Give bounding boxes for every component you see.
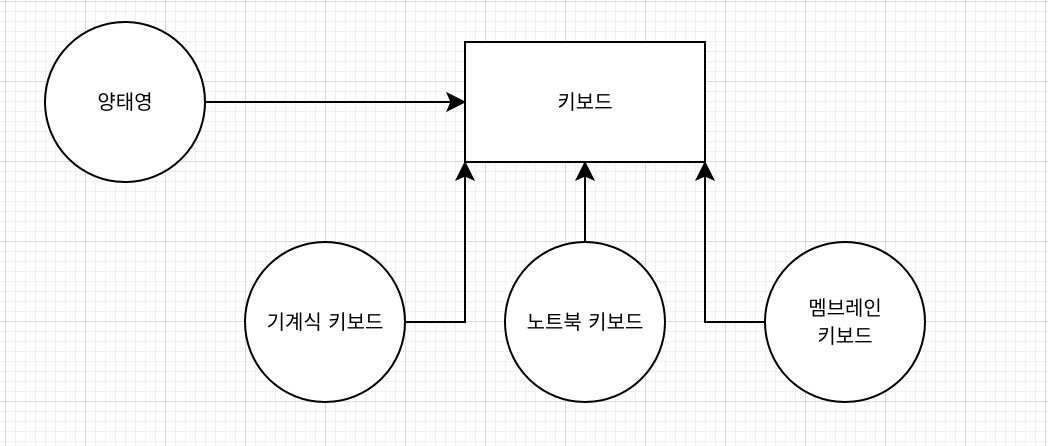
node-circle bbox=[44, 21, 206, 183]
edge-line bbox=[405, 176, 466, 323]
node-label-membrane-line1: 멤브레인 bbox=[808, 296, 882, 320]
node-circle bbox=[244, 241, 406, 403]
node-laptop-keyboard[interactable]: 노트북 키보드 bbox=[504, 241, 666, 403]
node-circle bbox=[504, 241, 666, 403]
node-membrane-keyboard[interactable]: 멤브레인 키보드 bbox=[764, 241, 926, 403]
node-label-mechanical: 기계식 키보드 bbox=[267, 310, 384, 334]
node-circle bbox=[764, 241, 926, 403]
node-label-keyboard: 키보드 bbox=[557, 90, 612, 114]
edge-line bbox=[704, 176, 765, 323]
node-mechanical-keyboard[interactable]: 기계식 키보드 bbox=[244, 241, 406, 403]
node-rect bbox=[464, 41, 706, 163]
arrowhead bbox=[694, 160, 716, 182]
arrowhead bbox=[445, 91, 467, 113]
arrowhead bbox=[454, 160, 476, 182]
edge-mechanical-to-keyboard[interactable] bbox=[405, 160, 476, 323]
node-yangtaeyeong[interactable]: 양태영 bbox=[44, 21, 206, 183]
node-label-membrane-line2: 키보드 bbox=[817, 324, 872, 348]
edge-laptop-to-keyboard[interactable] bbox=[574, 160, 596, 242]
edge-membrane-to-keyboard[interactable] bbox=[694, 160, 765, 323]
node-label-laptop: 노트북 키보드 bbox=[527, 310, 644, 334]
node-keyboard[interactable]: 키보드 bbox=[464, 41, 706, 163]
edge-yangtaeyeong-to-keyboard[interactable] bbox=[205, 91, 467, 113]
node-label-yangtaeyeong: 양태영 bbox=[97, 90, 152, 114]
arrowhead bbox=[574, 160, 596, 182]
